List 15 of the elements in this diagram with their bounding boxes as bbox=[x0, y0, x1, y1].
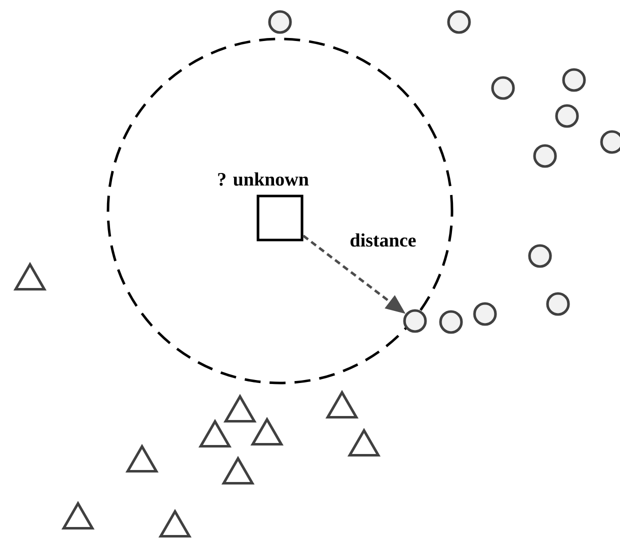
edge-label: distance bbox=[348, 232, 418, 248]
data-point-circle bbox=[528, 244, 552, 268]
data-point-circle bbox=[562, 68, 586, 92]
data-point-circle bbox=[268, 10, 292, 34]
data-point-circle bbox=[555, 104, 579, 128]
data-point-circle bbox=[491, 76, 515, 100]
data-point-circle bbox=[473, 302, 497, 326]
unknown-square: ? unknown bbox=[218, 172, 309, 242]
data-point-circle bbox=[439, 310, 463, 334]
node-label: ? unknown bbox=[218, 172, 309, 186]
data-point-circle bbox=[447, 10, 471, 34]
data-point-circle bbox=[403, 309, 427, 333]
data-point-circle bbox=[546, 292, 570, 316]
data-point-circle bbox=[600, 130, 620, 154]
data-point-circle bbox=[533, 144, 557, 168]
